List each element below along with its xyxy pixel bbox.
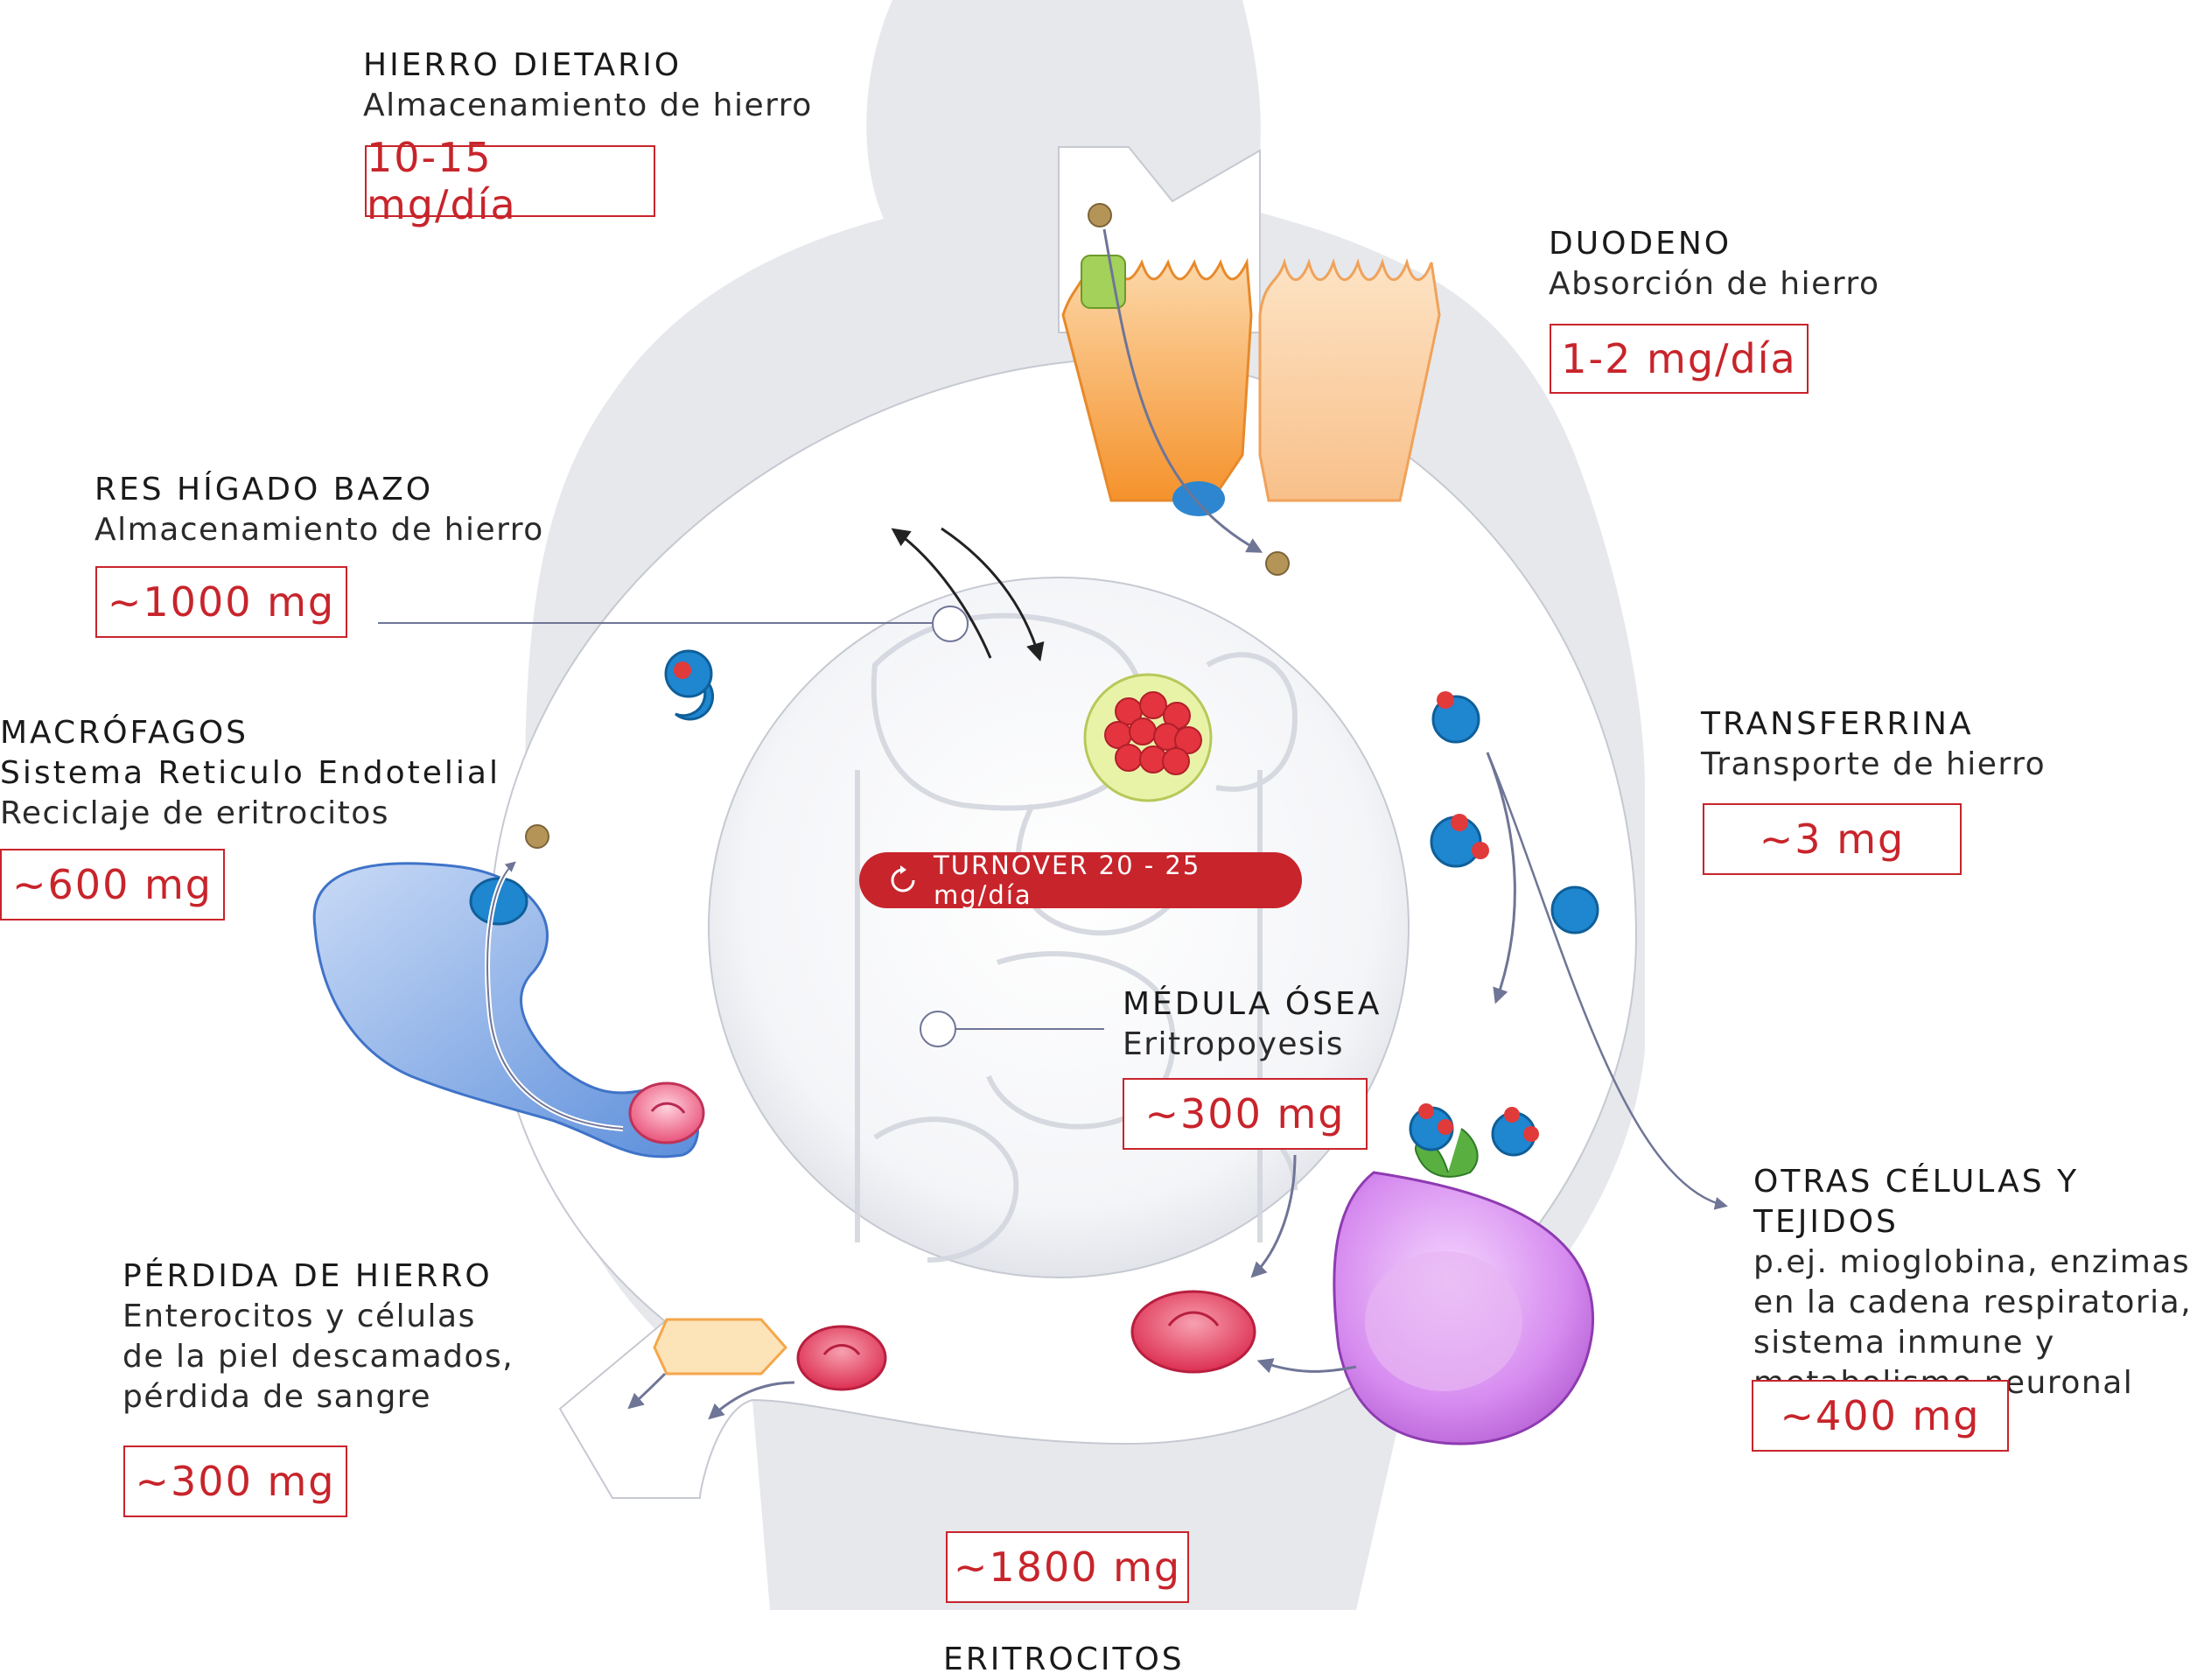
transferrin-molecule <box>664 649 1599 934</box>
marrow-pointer-dot <box>920 1011 956 1047</box>
duodenum-label: DUODENO Absorción de hierro <box>1549 224 1879 304</box>
duodenum-value-box: 1-2 mg/día <box>1550 324 1809 394</box>
dietary-value-box: 10-15 mg/día <box>365 134 655 228</box>
central-organ-sphere <box>708 577 1410 1278</box>
other-tissues-line-3: sistema inmune y <box>1753 1325 2055 1362</box>
other-tissues-value-box: ~400 mg <box>1752 1380 2009 1452</box>
shed-epithelial-cell <box>653 1318 788 1376</box>
duodenum-title: DUODENO <box>1549 226 1732 262</box>
other-tissues-label: OTRAS CÉLULAS Y TEJIDOS p.ej. mioglobina… <box>1753 1162 2204 1404</box>
storage-arrow-in <box>941 527 1045 662</box>
res-label: RES HÍGADO BAZO Almacenamiento de hierro <box>94 470 544 550</box>
macrophages-title: MACRÓFAGOS <box>0 715 249 751</box>
turnover-text: TURNOVER 20 - 25 mg/día <box>934 850 1201 910</box>
transferrin-label: TRANSFERRINA Transporte de hierro <box>1701 704 2046 785</box>
marrow-title: MÉDULA ÓSEA <box>1123 986 1382 1022</box>
tissue-arrow <box>1486 752 1728 1210</box>
erythrocytes-value-box: ~1800 mg <box>946 1531 1189 1603</box>
iron-loss-line-2: de la piel descamados, <box>122 1339 514 1376</box>
absorption-path <box>1102 228 1263 553</box>
iron-loss-line-3: pérdida de sangre <box>122 1379 431 1416</box>
dietary-title: HIERRO DIETARIO <box>363 47 682 83</box>
dietary-label: HIERRO DIETARIO Almacenamiento de hierro <box>363 46 813 126</box>
erythrocytes-title: ERITROCITOS <box>943 1642 1185 1677</box>
marrow-label: MÉDULA ÓSEA Eritropoyesis <box>1123 984 1382 1065</box>
transferrin-subtitle: Transporte de hierro <box>1701 746 2047 783</box>
iron-loss-title: PÉRDIDA DE HIERRO <box>122 1258 493 1294</box>
erythroblast-cell <box>1333 1103 1594 1446</box>
storage-arrow-out <box>891 528 992 659</box>
marrow-value-box: ~300 mg <box>1123 1078 1368 1150</box>
erythropoiesis-arrows <box>627 1154 1357 1420</box>
other-tissues-title: OTRAS CÉLULAS Y TEJIDOS <box>1753 1164 2080 1241</box>
turnover-cycle-icon <box>891 865 915 892</box>
transferrin-value-box: ~3 mg <box>1703 803 1962 875</box>
res-title: RES HÍGADO BAZO <box>94 472 434 508</box>
iron-loss-line-1: Enterocitos y células <box>122 1298 476 1335</box>
iron-loss-value-box: ~300 mg <box>123 1446 347 1517</box>
macrophages-value-box: ~600 mg <box>0 849 225 920</box>
res-value-box: ~1000 mg <box>95 566 347 638</box>
macrophage-cell <box>312 860 705 1158</box>
erythrocyte-cell <box>796 1290 1256 1391</box>
macrophages-label: MACRÓFAGOS Sistema Reticulo Endotelial R… <box>0 713 500 834</box>
macrophages-subtitle: Reciclaje de eritrocitos <box>0 795 390 832</box>
connector-lines <box>378 622 1104 1030</box>
iron-loss-label: PÉRDIDA DE HIERRO Enterocitos y células … <box>122 1256 514 1418</box>
turnover-badge: TURNOVER 20 - 25 mg/día <box>859 850 1302 910</box>
iron-atom <box>525 203 1290 849</box>
dietary-subtitle: Almacenamiento de hierro <box>363 88 813 124</box>
res-pointer-dot <box>932 606 969 642</box>
duodenum-subtitle: Absorción de hierro <box>1549 266 1880 303</box>
transferrin-title: TRANSFERRINA <box>1701 706 1974 742</box>
enterocyte-cells <box>1058 146 1441 516</box>
macrophages-system: Sistema Reticulo Endotelial <box>0 755 500 792</box>
hepatocyte-cluster <box>1083 673 1213 802</box>
marrow-subtitle: Eritropoyesis <box>1123 1026 1345 1063</box>
other-tissues-line-2: en la cadena respiratoria, <box>1753 1284 2193 1321</box>
res-subtitle: Almacenamiento de hierro <box>94 512 544 549</box>
other-tissues-line-1: p.ej. mioglobina, enzimas <box>1753 1244 2191 1281</box>
transport-arrow <box>1486 752 1516 1004</box>
